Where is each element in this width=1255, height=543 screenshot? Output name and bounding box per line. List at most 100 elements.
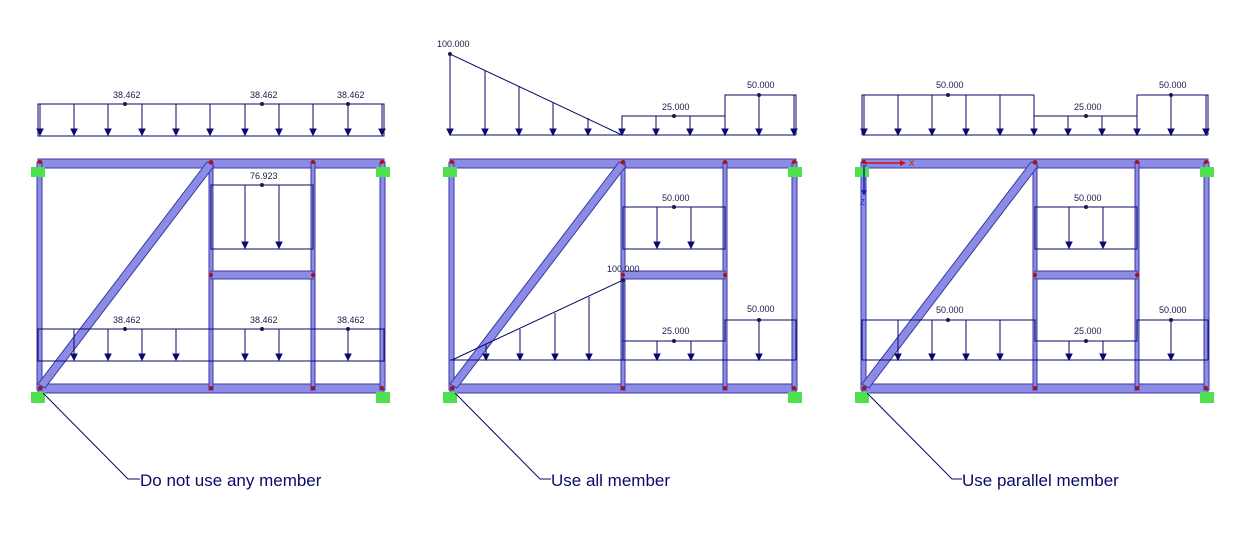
load-arrowhead xyxy=(241,241,249,250)
node xyxy=(311,386,315,390)
load-arrowhead xyxy=(928,353,936,362)
load-point xyxy=(1169,318,1173,322)
load-arrowhead xyxy=(687,241,695,250)
load-label: 38.462 xyxy=(250,90,278,100)
load-label: 50.000 xyxy=(1159,305,1187,315)
load-arrowhead xyxy=(1030,128,1038,137)
load-top xyxy=(860,94,1210,137)
node xyxy=(1204,160,1208,164)
node xyxy=(1135,273,1139,277)
load-outline xyxy=(623,319,797,360)
node xyxy=(209,386,213,390)
load-point xyxy=(1169,93,1173,97)
node xyxy=(1033,160,1037,164)
node xyxy=(862,386,866,390)
support xyxy=(788,392,802,403)
node xyxy=(209,160,213,164)
node xyxy=(450,386,454,390)
panel-use-parallel: X Z 50.000 25.000 xyxy=(855,80,1214,490)
load-outline xyxy=(451,279,624,361)
load-values: 100.000 25.000 50.000 50.000 100.000 25.… xyxy=(437,39,775,343)
caption-leader: Use parallel member xyxy=(866,392,1119,490)
load-arrows xyxy=(70,329,352,362)
load-arrows xyxy=(36,104,386,137)
node xyxy=(723,160,727,164)
node xyxy=(1033,273,1037,277)
load-arrowhead xyxy=(275,353,283,362)
load-arrowhead xyxy=(551,353,559,362)
load-arrowhead xyxy=(70,128,78,137)
load-arrows xyxy=(860,95,1210,137)
load-outline xyxy=(37,103,385,137)
load-arrowhead xyxy=(1167,353,1175,362)
load-point xyxy=(757,318,761,322)
load-label: 50.000 xyxy=(747,304,775,314)
node xyxy=(311,160,315,164)
load-upper-panel xyxy=(1034,206,1138,250)
panel-caption: Use parallel member xyxy=(962,471,1119,490)
load-arrowhead xyxy=(275,128,283,137)
load-point xyxy=(1084,205,1088,209)
support xyxy=(855,392,869,403)
load-label: 50.000 xyxy=(936,80,964,90)
nodes xyxy=(450,160,796,390)
load-arrowhead xyxy=(894,353,902,362)
support xyxy=(31,167,45,177)
mid-beam xyxy=(210,270,314,280)
load-arrowhead xyxy=(618,128,626,137)
load-outline xyxy=(621,94,797,135)
load-arrowhead xyxy=(686,128,694,137)
load-arrowhead xyxy=(928,128,936,137)
load-label: 38.462 xyxy=(250,315,278,325)
load-point xyxy=(621,278,625,282)
load-label: 38.462 xyxy=(337,315,365,325)
mid-beam xyxy=(1034,270,1138,280)
node xyxy=(792,160,796,164)
load-arrowhead xyxy=(309,128,317,137)
coordinate-axes: X Z xyxy=(860,159,915,207)
load-arrowhead xyxy=(755,353,763,362)
load-arrowhead xyxy=(652,128,660,137)
load-outline xyxy=(210,184,314,250)
load-point xyxy=(672,205,676,209)
load-arrowhead xyxy=(241,128,249,137)
load-arrowhead xyxy=(206,128,214,137)
load-outline xyxy=(622,206,726,250)
node xyxy=(621,386,625,390)
load-arrowhead xyxy=(996,128,1004,137)
diagonal-brace xyxy=(449,161,627,389)
load-arrowhead xyxy=(996,353,1004,362)
load-label: 100.000 xyxy=(437,39,470,49)
load-outline xyxy=(449,53,623,136)
load-label: 50.000 xyxy=(662,193,690,203)
support xyxy=(1200,167,1214,177)
node xyxy=(380,386,384,390)
load-outline xyxy=(1034,206,1138,250)
load-arrowhead xyxy=(790,128,798,137)
load-arrowhead xyxy=(584,128,592,137)
node xyxy=(723,386,727,390)
support xyxy=(788,167,802,177)
load-arrowhead xyxy=(721,128,729,137)
load-arrowhead xyxy=(275,241,283,250)
panel-use-all: 100.000 25.000 50.000 50.000 100.000 25.… xyxy=(437,39,802,490)
load-point xyxy=(757,93,761,97)
load-arrowhead xyxy=(241,353,249,362)
caption-leader: Use all member xyxy=(454,392,670,490)
load-arrowhead xyxy=(104,128,112,137)
load-point xyxy=(260,327,264,331)
load-label: 25.000 xyxy=(662,326,690,336)
load-arrowhead xyxy=(962,353,970,362)
x-axis-label: X xyxy=(909,159,915,168)
load-arrowhead xyxy=(515,128,523,137)
load-arrowhead xyxy=(1167,128,1175,137)
load-arrowhead xyxy=(1099,241,1107,250)
column-left xyxy=(448,161,455,391)
load-arrowhead xyxy=(653,241,661,250)
load-arrowhead xyxy=(36,128,44,137)
load-arrowhead xyxy=(482,353,490,362)
leader-line xyxy=(866,392,962,480)
load-label: 50.000 xyxy=(1074,193,1102,203)
load-label: 25.000 xyxy=(662,102,690,112)
load-arrows xyxy=(1065,207,1107,250)
